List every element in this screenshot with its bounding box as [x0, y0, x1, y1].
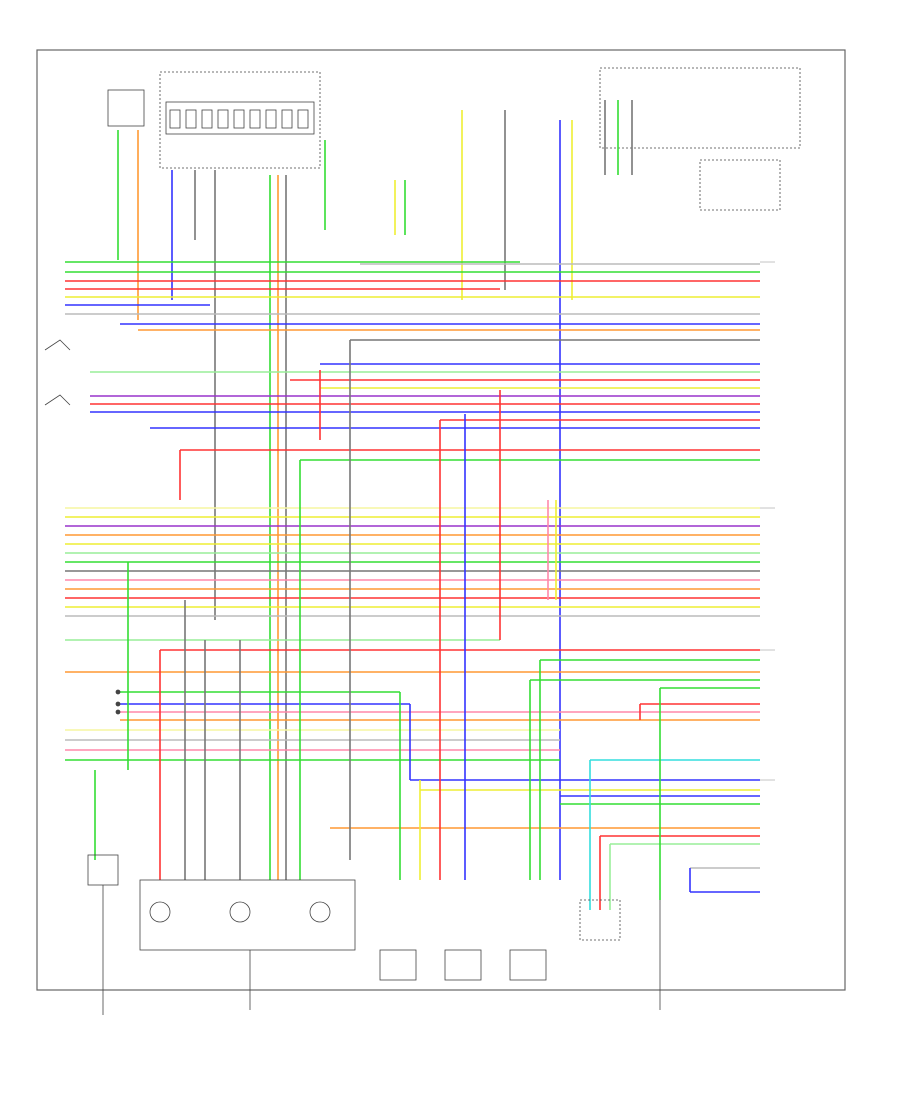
- vertical-wires-top: [117, 100, 633, 880]
- sensor-box-3: [509, 949, 547, 981]
- ignition-relay-box: [107, 89, 145, 127]
- fuse-element-6: [249, 109, 261, 129]
- fuse-element-8: [281, 109, 293, 129]
- switch-box-left: [87, 854, 119, 886]
- fuse-element-2: [185, 109, 197, 129]
- fuse-element-7: [265, 109, 277, 129]
- fuse-element-3: [201, 109, 213, 129]
- fuse-element-5: [233, 109, 245, 129]
- switch-symbol: [44, 394, 71, 406]
- horizontal-wires-lower: [330, 687, 760, 893]
- horizontal-wires-middle: [65, 507, 760, 791]
- right-pin-markers: [760, 261, 775, 781]
- connector-dot: [115, 709, 121, 715]
- fuse-block: [165, 101, 315, 135]
- connector-dot: [115, 689, 121, 695]
- transmission-range-switch-box: [139, 879, 356, 951]
- diagram-border: [36, 49, 846, 991]
- junction-box-top-right: [599, 67, 801, 149]
- horizontal-wires-upper: [65, 261, 760, 461]
- switch-contact: [149, 901, 171, 923]
- switch-contact: [229, 901, 251, 923]
- top-components: [107, 67, 801, 211]
- sensor-box-2: [444, 949, 482, 981]
- vertical-wires-middle: [94, 340, 691, 910]
- fuse-element-4: [217, 109, 229, 129]
- sensor-box-1: [379, 949, 417, 981]
- fuse-element-9: [297, 109, 309, 129]
- connector-dot: [115, 701, 121, 707]
- fuse-element-1: [169, 109, 181, 129]
- relay-top-right: [699, 159, 781, 211]
- pressure-switch-box: [579, 899, 621, 941]
- switch-contact: [309, 901, 331, 923]
- switch-symbol: [44, 339, 71, 351]
- bottom-components: [87, 854, 661, 1015]
- fuse-relay-box: [159, 71, 321, 169]
- left-switches: [44, 339, 121, 715]
